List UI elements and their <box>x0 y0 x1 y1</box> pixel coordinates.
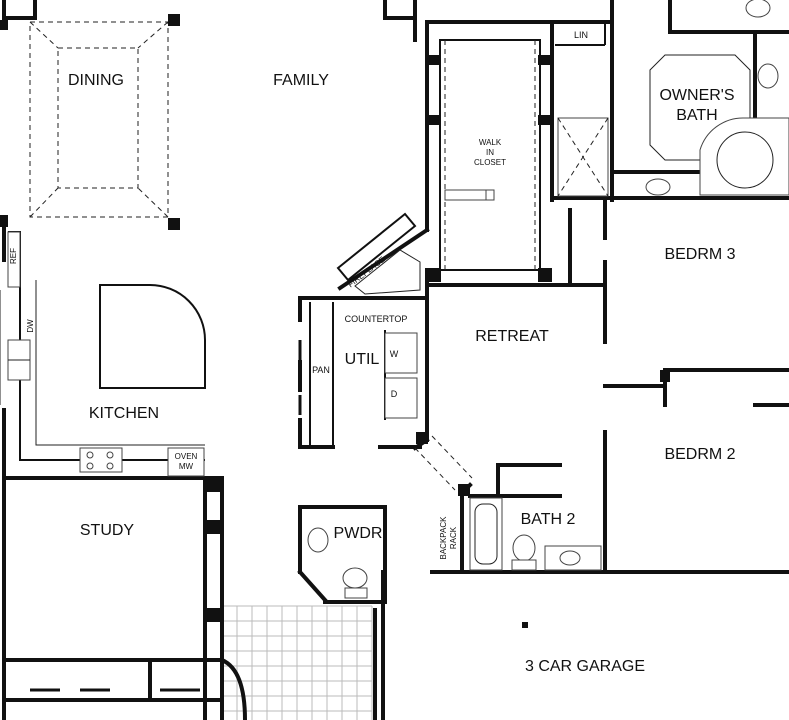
fixture-label-dishwasher: DW <box>26 319 35 333</box>
room-label-closet-1: WALK <box>479 138 502 147</box>
fixture-label-pantry: PAN <box>312 365 330 375</box>
kitchen-area <box>7 231 206 477</box>
fixture-label-washer: W <box>390 349 399 359</box>
window-marks <box>0 290 302 692</box>
fixture-label-oven-1: OVEN <box>175 452 198 461</box>
fireplace <box>336 212 421 295</box>
room-label-closet-2: IN <box>486 148 494 157</box>
fixture-label-countertop: COUNTERTOP <box>345 314 408 324</box>
dryer <box>384 377 418 419</box>
refrigerator <box>7 231 21 288</box>
util-fixtures <box>384 332 418 419</box>
room-label-family: FAMILY <box>273 72 329 89</box>
fixture-label-dryer: D <box>391 389 398 399</box>
room-label-owners-bath-1: OWNER'S <box>659 87 734 104</box>
fixture-label-refrigerator: REF <box>9 248 18 264</box>
retreat-hall <box>414 432 473 496</box>
room-label-bedroom3: BEDRM 3 <box>664 246 735 263</box>
room-label-powder: PWDR <box>334 525 383 542</box>
garage-post <box>522 622 528 628</box>
room-label-lin: LIN <box>574 30 588 40</box>
room-label-retreat: RETREAT <box>475 328 549 345</box>
room-label-closet-3: CLOSET <box>474 158 506 167</box>
room-label-garage: 3 CAR GARAGE <box>525 658 645 675</box>
fixture-label-backpack-1: BACKPACK <box>439 516 448 560</box>
tile-patio <box>221 605 373 720</box>
dining-tray-ceiling <box>29 14 180 230</box>
fixture-label-backpack-2: RACK <box>449 526 458 549</box>
bath2-fixtures <box>469 497 602 571</box>
fixture-label-oven-2: MW <box>179 462 194 471</box>
room-label-owners-bath-2: BATH <box>676 107 717 124</box>
room-label-dining: DINING <box>68 72 124 89</box>
room-label-util: UTIL <box>345 351 380 368</box>
bathtub <box>699 117 789 196</box>
room-label-study: STUDY <box>80 522 135 539</box>
washer <box>384 332 418 374</box>
powder-fixtures <box>307 527 368 599</box>
room-label-bedroom2: BEDRM 2 <box>664 446 735 463</box>
room-label-kitchen: KITCHEN <box>89 405 159 422</box>
kitchen-island <box>99 284 206 389</box>
cooktop <box>79 447 123 473</box>
room-label-bath2: BATH 2 <box>521 511 576 528</box>
closet-details <box>444 40 536 270</box>
fixture-label-fireplace: FIREPLACE <box>346 255 387 289</box>
owners-bath-fixtures <box>557 0 789 197</box>
oven <box>167 447 205 477</box>
